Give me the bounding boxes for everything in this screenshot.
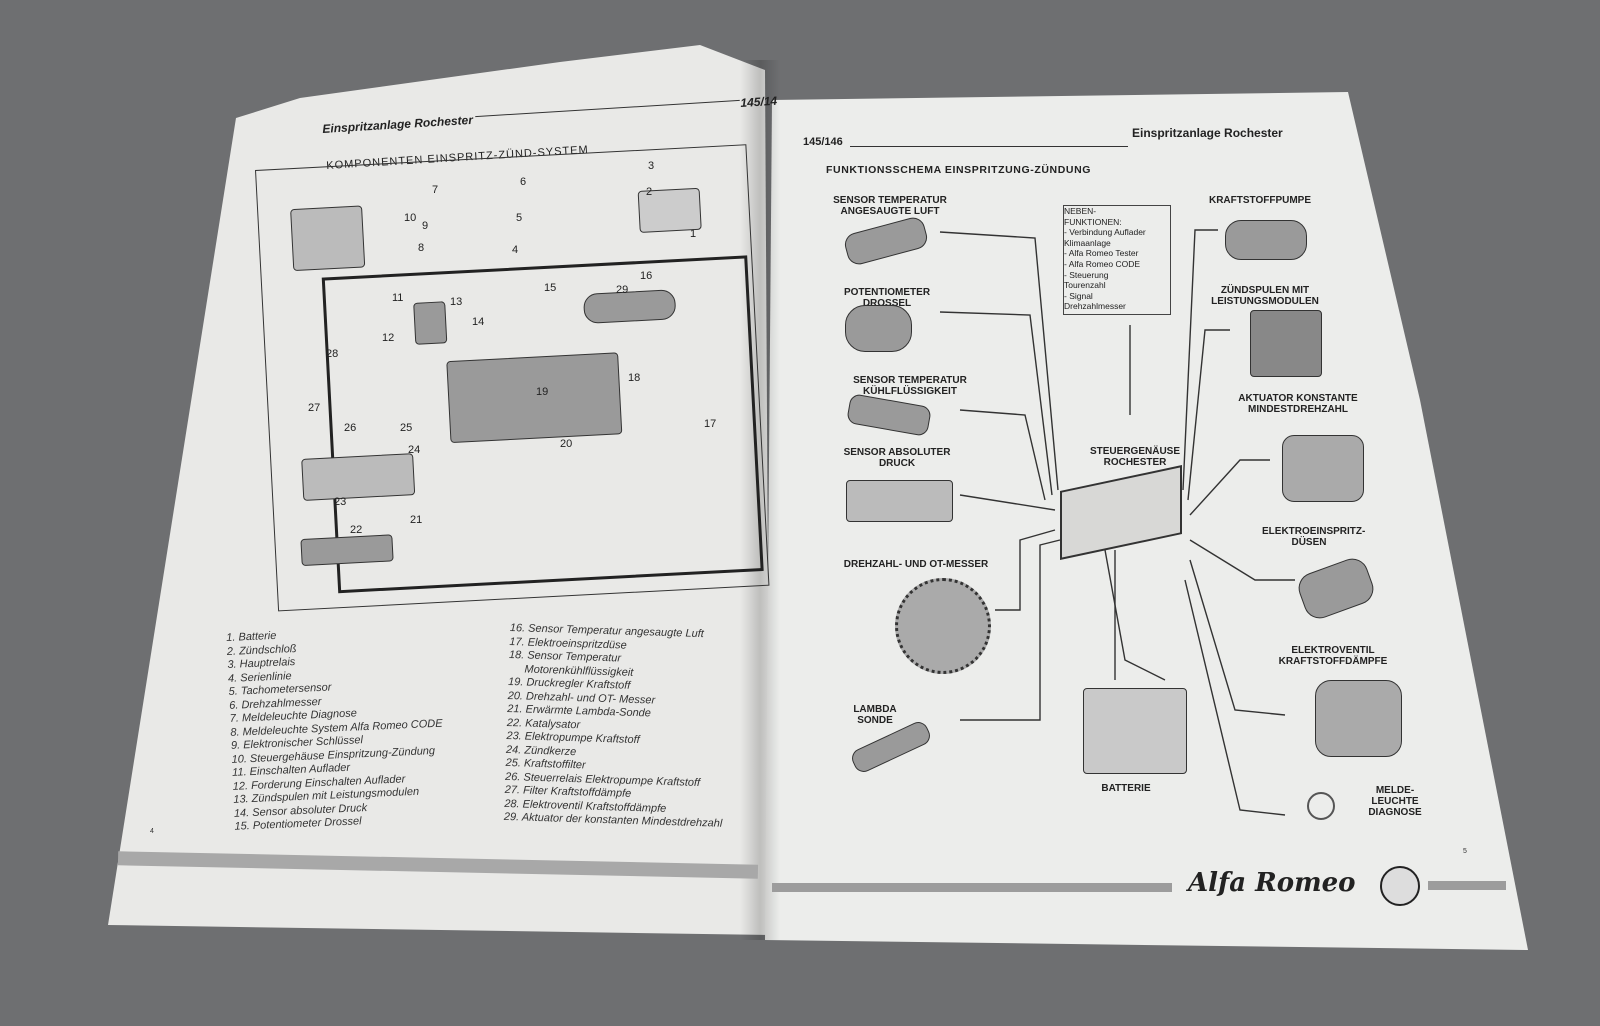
function-schema-title: FUNKTIONSSCHEMA EINSPRITZUNG-ZÜNDUNG xyxy=(826,164,1092,176)
idle-actuator-icon xyxy=(1282,435,1364,502)
num-4: 4 xyxy=(512,244,519,256)
num-28: 28 xyxy=(326,348,339,360)
neben-line: - Verbindung Auflader xyxy=(1064,227,1146,238)
warning-lamp-icon xyxy=(1307,792,1335,820)
right-page-header: Einspritzanlage Rochester xyxy=(1132,126,1283,140)
neben-line: - Alfa Romeo Tester xyxy=(1064,248,1139,259)
num-29: 29 xyxy=(616,284,629,296)
right-page-header-number: 145/146 xyxy=(803,136,843,148)
output-label: ELEKTROVENTIL KRAFTSTOFFDÄMPFE xyxy=(1278,645,1388,667)
input-label: POTENTIOMETER DROSSEL xyxy=(843,287,931,309)
num-8: 8 xyxy=(418,242,425,254)
arrow-line xyxy=(1104,549,1166,681)
neben-line: - Alfa Romeo CODE xyxy=(1064,258,1141,269)
flywheel-sensor-icon xyxy=(895,578,991,674)
right-page-number: 5 xyxy=(1463,848,1467,855)
arrow-line xyxy=(1189,559,1286,716)
input-label: DREHZAHL- UND OT-MESSER xyxy=(843,559,989,570)
alfa-romeo-logo: Alfa Romeo xyxy=(1188,868,1356,898)
neben-line: FUNKTIONEN: xyxy=(1064,216,1122,227)
input-label: SENSOR TEMPERATUR KÜHLFLÜSSIGKEIT xyxy=(853,375,967,397)
arrow-line xyxy=(1189,459,1270,516)
num-6: 6 xyxy=(520,176,527,188)
arrow-line xyxy=(1184,579,1286,816)
fuel-pump-icon xyxy=(1225,220,1307,260)
input-label: LAMBDA SONDE xyxy=(853,704,897,726)
secondary-functions-box: NEBEN- FUNKTIONEN: - Verbindung Auflader… xyxy=(1063,205,1171,315)
throttle-potentiometer-icon xyxy=(845,305,912,352)
num-2: 2 xyxy=(646,186,653,198)
num-3: 3 xyxy=(648,160,655,172)
num-18: 18 xyxy=(628,372,641,384)
arrow-line xyxy=(959,494,1056,511)
arrow-line xyxy=(1182,229,1218,491)
arrow-line xyxy=(959,409,1046,501)
input-label: SENSOR TEMPERATUR ANGESAUGTE LUFT xyxy=(833,195,947,217)
num-21: 21 xyxy=(410,514,423,526)
footer-bar xyxy=(772,883,1172,892)
num-12: 12 xyxy=(382,332,395,344)
header-rule xyxy=(850,146,1128,147)
neben-line: Drehzahlmesser xyxy=(1064,301,1126,312)
neben-line: - Signal xyxy=(1064,290,1093,301)
num-15: 15 xyxy=(544,282,557,294)
arrow-line xyxy=(939,311,1053,496)
pressure-sensor-icon xyxy=(846,480,953,522)
arrow-line xyxy=(1189,539,1295,581)
output-label: ZÜNDSPULEN MIT LEISTUNGSMODULEN xyxy=(1211,285,1319,307)
num-13: 13 xyxy=(450,296,463,308)
num-27: 27 xyxy=(308,402,321,414)
arrow-line xyxy=(939,231,1059,491)
num-5: 5 xyxy=(516,212,523,224)
input-label: SENSOR ABSOLUTER DRUCK xyxy=(843,447,951,469)
book-spine xyxy=(740,60,780,940)
arrow-line xyxy=(995,529,1056,611)
output-label: MELDE-LEUCHTE DIAGNOSE xyxy=(1368,785,1422,818)
arrow-line xyxy=(1187,329,1230,501)
num-26: 26 xyxy=(344,422,357,434)
num-10: 10 xyxy=(404,212,417,224)
neben-line: - Steuerung xyxy=(1064,269,1109,280)
num-23: 23 xyxy=(334,496,347,508)
ignition-coil-icon xyxy=(1250,310,1322,377)
num-22: 22 xyxy=(350,524,363,536)
output-label: KRAFTSTOFFPUMPE xyxy=(1208,195,1312,206)
neben-line: Tourenzahl xyxy=(1064,280,1106,291)
left-page-number: 4 xyxy=(150,828,154,835)
footer-bar xyxy=(1428,881,1506,890)
battery-icon xyxy=(1083,688,1187,774)
num-19: 19 xyxy=(536,386,549,398)
evap-valve-icon xyxy=(1315,680,1402,757)
alfa-romeo-badge-icon xyxy=(1380,866,1420,906)
output-label: AKTUATOR KONSTANTE MINDESTDREHZAHL xyxy=(1238,393,1358,415)
num-11: 11 xyxy=(392,292,404,304)
num-7: 7 xyxy=(432,184,439,196)
output-label: ELEKTROEINSPRITZ-DÜSEN xyxy=(1262,526,1366,548)
num-25: 25 xyxy=(400,422,413,434)
num-17: 17 xyxy=(704,418,717,430)
neben-line: NEBEN- xyxy=(1064,206,1097,216)
num-24: 24 xyxy=(408,444,421,456)
arrow-line xyxy=(960,539,1061,721)
num-9: 9 xyxy=(422,220,429,232)
neben-line: Klimaanlage xyxy=(1064,237,1111,248)
battery-label: BATTERIE xyxy=(1101,783,1151,794)
num-14: 14 xyxy=(472,316,485,328)
num-20: 20 xyxy=(560,438,573,450)
num-16: 16 xyxy=(640,270,653,282)
num-1: 1 xyxy=(690,228,697,240)
ecu-label: STEUERGENÄUSE ROCHESTER xyxy=(1089,446,1180,468)
